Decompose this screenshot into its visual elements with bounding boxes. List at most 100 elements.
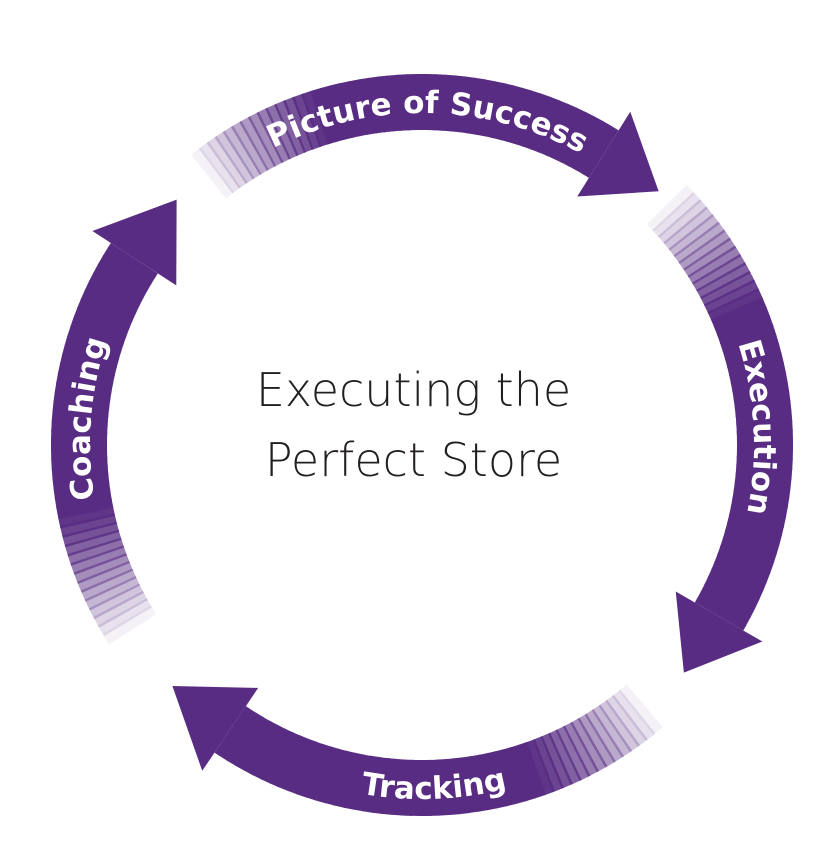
arrowhead-icon <box>92 199 177 286</box>
arrow-segment <box>348 79 370 137</box>
arrow-segment <box>259 728 294 784</box>
arrow-segment <box>332 750 357 808</box>
arrow-segment <box>53 390 111 410</box>
arrow-segment <box>206 135 248 189</box>
arrow-segment <box>70 545 127 575</box>
arrow-segment <box>735 464 793 480</box>
arrow-segment <box>57 505 116 529</box>
arrow-segment <box>732 380 790 401</box>
arrow-segment <box>726 352 785 377</box>
arrow-segment <box>707 288 764 322</box>
arrow-segment <box>338 80 362 139</box>
arrow-segment <box>469 754 490 812</box>
arrow-segment <box>54 381 112 402</box>
cycle-arrow-coaching <box>51 199 177 645</box>
arrow-segment <box>222 125 262 180</box>
arrow-segment <box>710 297 767 330</box>
arrow-segment <box>618 684 663 735</box>
arrow-segment <box>80 568 137 602</box>
arrow-segment <box>532 736 564 793</box>
arrow-segment <box>242 720 279 776</box>
arrow-segment <box>76 297 133 330</box>
arrow-segment <box>514 90 543 147</box>
arrow-segment <box>548 729 582 785</box>
arrow-segment <box>673 221 726 264</box>
arrow-segment <box>301 90 330 148</box>
arrow-segment <box>56 497 114 519</box>
arrow-segment <box>449 75 467 133</box>
arrow-segment <box>73 553 130 584</box>
arrow-segment <box>501 747 528 805</box>
arrow-segment <box>265 103 299 160</box>
arrow-segment <box>351 754 373 812</box>
arrow-segment <box>598 699 641 753</box>
arrow-segment <box>268 731 302 788</box>
arrow-segment <box>319 85 346 143</box>
arrow-segment <box>251 724 287 780</box>
arrow-segment <box>230 120 269 175</box>
arrow-segment <box>51 439 108 452</box>
arrow-segment <box>722 529 780 556</box>
arrow-segment <box>88 583 144 620</box>
arrow-segment <box>692 253 747 292</box>
arrow-segment <box>102 246 157 286</box>
arrow-segment <box>577 713 616 768</box>
cycle-arrow-execution <box>646 184 793 673</box>
arrow-segment <box>92 262 148 300</box>
arrow-segment <box>521 93 552 150</box>
arrow-segment <box>70 315 127 346</box>
arrow-segment <box>732 488 790 509</box>
arrow-segment <box>509 744 537 802</box>
arrow-segment <box>67 324 124 353</box>
arrow-segment <box>217 707 258 762</box>
arrow-segment <box>256 107 291 164</box>
arrow-segment <box>473 79 496 137</box>
arrow-segment <box>493 749 519 807</box>
arrow-segment <box>736 438 793 451</box>
arrow-segment <box>730 371 788 393</box>
arrow-segment <box>93 590 148 628</box>
arrow-segment <box>198 141 241 194</box>
arrow-segment <box>57 362 115 385</box>
arrow-segment <box>310 87 338 145</box>
arrow-segment <box>283 96 314 153</box>
arrow-segment <box>64 334 122 361</box>
arrow-segment <box>540 732 573 789</box>
arrow-segment <box>490 82 515 140</box>
arrow-segment <box>529 96 561 153</box>
arrow-segment <box>574 120 613 175</box>
arrow-segment <box>247 111 284 167</box>
arrowhead-icon <box>675 591 763 673</box>
arrow-segment <box>714 552 771 584</box>
arrow-segment <box>734 472 792 490</box>
cycle-arrow-picture-of-success <box>191 74 659 199</box>
arrow-segment <box>88 271 144 307</box>
arrow-segment <box>53 481 111 500</box>
arrow-segment <box>419 759 432 816</box>
arrow-segment <box>711 560 768 593</box>
arrowhead-icon <box>172 686 259 771</box>
arrow-segment <box>214 706 251 757</box>
arrow-segment <box>477 753 500 811</box>
arrow-segment <box>51 448 108 462</box>
arrow-segment <box>728 361 787 385</box>
arrow-segment <box>52 400 110 418</box>
arrow-segment <box>405 74 419 131</box>
arrow-segment <box>62 343 120 369</box>
arrow-segment <box>537 99 570 156</box>
arrow-segment <box>77 560 134 593</box>
arrow-segment <box>292 93 322 150</box>
arrow-segment <box>234 716 272 772</box>
arrow-segment <box>59 513 118 538</box>
arrow-segment <box>460 756 481 814</box>
arrow-segment <box>605 694 648 747</box>
arrow-segment <box>314 746 341 804</box>
arrow-segment <box>581 125 619 178</box>
arrow-segment <box>584 709 625 763</box>
arrow-segment <box>371 757 390 814</box>
arrow-segment <box>696 262 751 300</box>
arrow-segment <box>482 80 505 138</box>
arrow-segment <box>717 544 774 575</box>
arrow-segment <box>703 279 760 314</box>
